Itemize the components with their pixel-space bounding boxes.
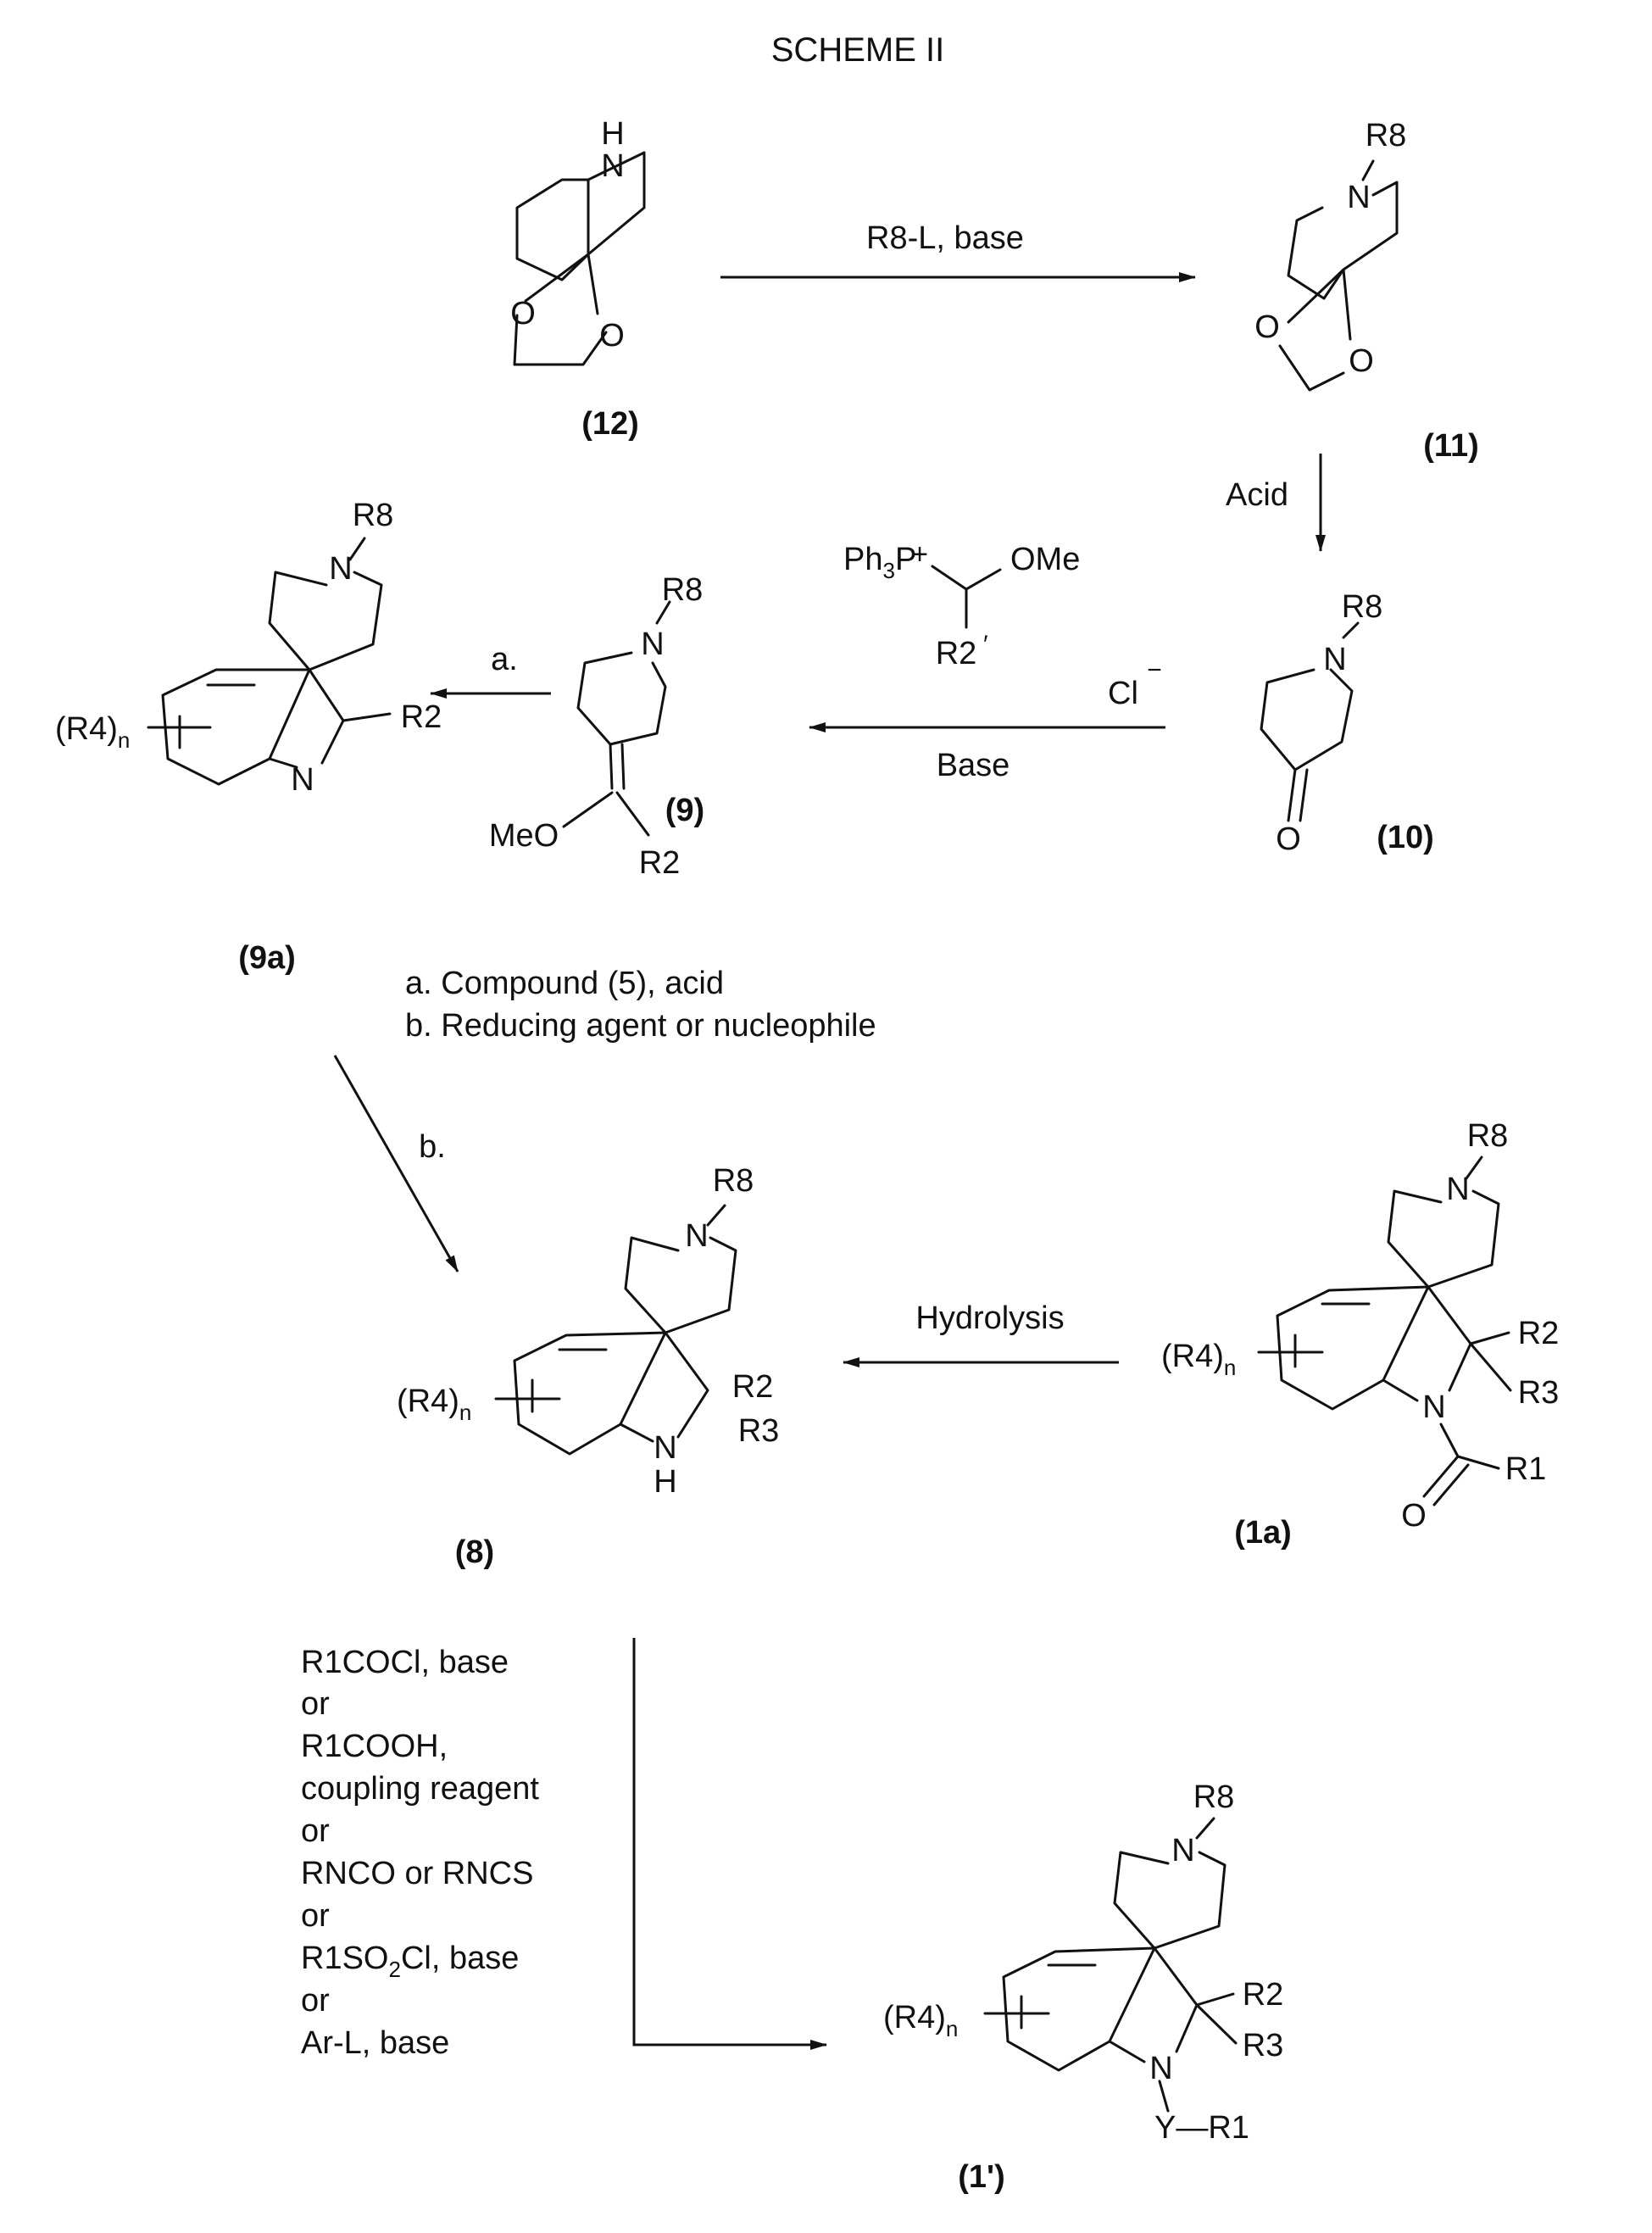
legend-step-a: a. Compound (5), acid [405,966,724,1001]
wittig-prime: ′ [983,631,988,659]
legend-step-b: b. Reducing agent or nucleophile [405,1008,876,1044]
condition-line: R1COCl, base [301,1645,509,1680]
compound-10-label: (10) [1377,820,1434,855]
c9a-piperidine-n: N [329,551,352,587]
chloride-minus: − [1147,656,1162,684]
compound-9a: R8 N N R2 (R4)n (9a) [55,498,442,976]
reagent-base: Base [937,748,1010,783]
c1a-r1-group: R1 [1505,1451,1547,1487]
c9a-r4-substituent: (R4)n [55,711,130,753]
c11-o-atom: O [1349,343,1374,379]
c1p-r4-substituent: (R4)n [883,2000,958,2041]
c9a-indolenine-n: N [291,762,314,798]
c8-r8-group: R8 [713,1163,754,1199]
condition-line: or [301,1686,330,1722]
wittig-phosphonium: Ph3P [843,542,916,583]
c1p-indoline-n: N [1149,2051,1172,2086]
c11-r8-group: R8 [1366,118,1407,153]
c1a-r2-group: R2 [1518,1316,1560,1351]
compound-10: R8 N O (10) [1261,589,1434,857]
c1a-r4-substituent: (R4)n [1161,1339,1236,1380]
c8-piperidine-n: N [685,1218,708,1254]
reagent-acid: Acid [1226,477,1288,513]
reagent-hydrolysis: Hydrolysis [915,1300,1064,1336]
c10-o-atom: O [1276,821,1301,857]
c9-n-atom: N [641,626,664,662]
c8-r3-group: R3 [738,1413,780,1449]
c1a-carbonyl-o: O [1401,1498,1427,1534]
wittig-reagent: + Ph3P OMe R2 ′ Cl − [843,538,1162,711]
c9-r2-group: R2 [639,845,681,881]
compound-1a: R8 N N R2 R3 R1 O (R4)n (1a) [1161,1118,1559,1551]
c1a-r3-group: R3 [1518,1375,1560,1411]
condition-line: or [301,1813,330,1849]
condition-line: or [301,1898,330,1934]
c12-o-atom: O [599,318,625,354]
wittig-r2: R2 [936,636,977,671]
compound-8-label: (8) [455,1534,494,1570]
c8-indoline-n: N [654,1430,676,1466]
c1p-y-r1-group: Y—R1 [1154,2110,1249,2146]
compound-11-label: (11) [1423,428,1478,464]
c12-o-atom: O [510,296,536,331]
compound-9: R8 N MeO R2 (9) [489,572,704,881]
c9-meo-group: MeO [489,818,559,854]
c11-o-atom: O [1254,309,1280,345]
condition-line: RNCO or RNCS [301,1856,533,1891]
compound-1prime: R8 N N R2 R3 Y—R1 (R4)n (1') [883,1779,1283,2195]
c9-r8-group: R8 [662,572,704,608]
compound-9-label: (9) [665,793,704,828]
c11-n-atom: N [1347,180,1370,215]
c1a-piperidine-n: N [1446,1172,1469,1207]
wittig-ome: OMe [1010,542,1080,577]
c1a-r8-group: R8 [1467,1118,1509,1154]
chloride-counterion: Cl [1108,676,1138,711]
c8-r2-group: R2 [732,1369,774,1405]
compound-8: R8 N N H R2 R3 (R4)n (8) [397,1163,779,1570]
c10-r8-group: R8 [1342,589,1383,625]
compound-12: H N O O (12) [510,116,644,442]
compound-11: R8 N O O (11) [1254,118,1479,464]
c9a-r8-group: R8 [353,498,394,533]
c1p-piperidine-n: N [1171,1833,1194,1868]
arrow-8-to-1prime [634,1638,826,2045]
condition-line: or [301,1983,330,2019]
reagent-r8l-base: R8-L, base [866,220,1024,256]
condition-line: Ar-L, base [301,2025,449,2061]
c9a-r2-group: R2 [401,699,442,735]
c12-h-atom: H [601,116,624,152]
final-conditions: R1COCl, base or R1COOH, coupling reagent… [301,1645,539,2061]
condition-line: coupling reagent [301,1771,539,1807]
reagent-step-a: a. [491,642,518,677]
compound-12-label: (12) [581,406,639,442]
compound-9a-label: (9a) [238,940,296,976]
compound-1a-label: (1a) [1234,1515,1292,1551]
scheme-title: SCHEME II [771,31,944,69]
compound-1prime-label: (1') [958,2159,1004,2195]
c1p-r3-group: R3 [1243,2028,1284,2063]
reagent-step-b: b. [419,1129,446,1165]
c8-nh-hydrogen: H [654,1464,676,1500]
c12-n-atom: N [601,148,624,184]
c8-r4-substituent: (R4)n [397,1384,471,1425]
c1p-r8-group: R8 [1193,1779,1235,1815]
condition-line: R1COOH, [301,1729,448,1764]
c1a-indoline-n: N [1422,1389,1445,1425]
c10-n-atom: N [1323,642,1346,677]
c1p-r2-group: R2 [1243,1977,1284,2013]
condition-line: R1SO2Cl, base [301,1941,519,1982]
